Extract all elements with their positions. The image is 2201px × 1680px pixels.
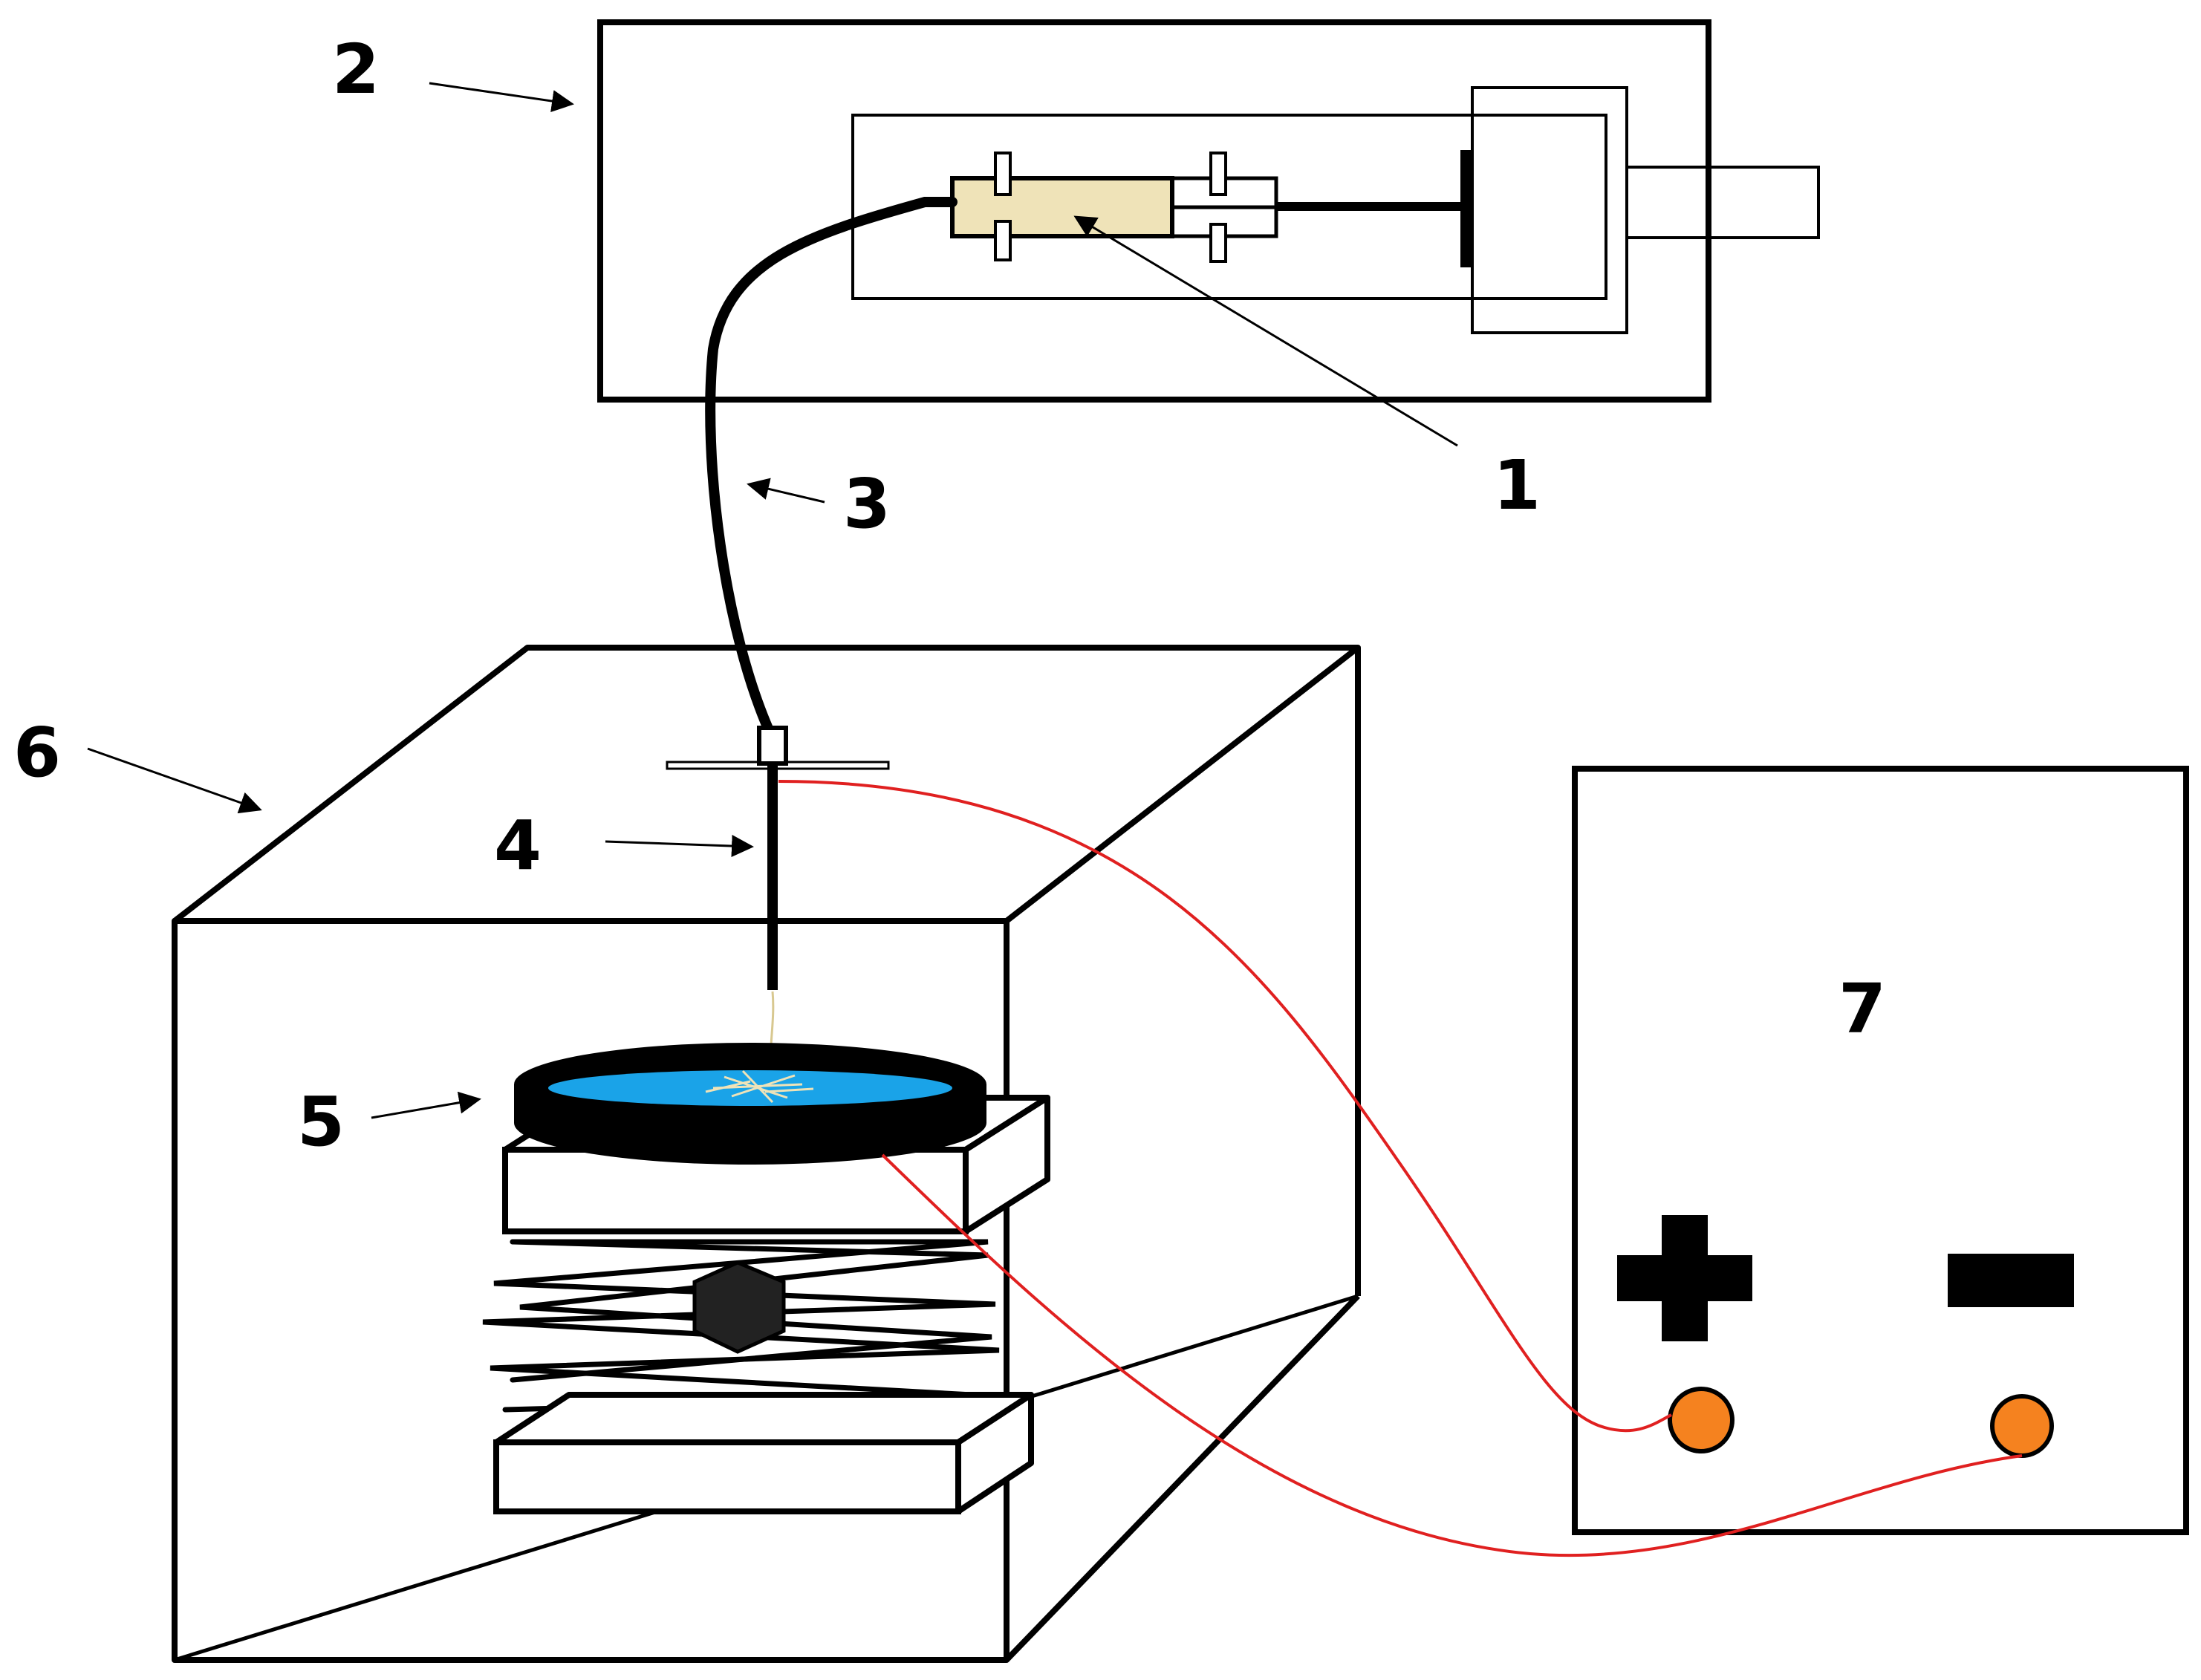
pump-rail	[851, 114, 1607, 300]
fiber-mat	[705, 1069, 814, 1104]
needle-connector	[757, 726, 788, 766]
feed-tube	[705, 197, 958, 740]
lower-platform-front	[493, 1439, 961, 1514]
pump-housing	[597, 19, 1711, 403]
arrow-3	[747, 478, 825, 504]
jack-screw-nut	[692, 1260, 786, 1354]
callout-2: 2	[332, 30, 380, 109]
negative-terminal	[1990, 1394, 2054, 1458]
power-supply-box	[1572, 766, 2189, 1535]
callout-5: 5	[297, 1082, 345, 1162]
syringe-clamp-1-top	[994, 152, 1012, 196]
arrow-4	[605, 835, 754, 858]
callout-3: 3	[843, 464, 891, 544]
collector-stage	[482, 1043, 1050, 1514]
callout-1: 1	[1493, 446, 1541, 525]
positive-terminal	[1668, 1387, 1735, 1453]
callout-4: 4	[494, 806, 542, 885]
chamber	[172, 645, 1361, 1663]
chamber-top-edges	[172, 645, 1361, 924]
high-voltage-power-supply	[1572, 766, 2189, 1535]
arrow-1	[1073, 215, 1458, 447]
syringe-clamp-1-bottom	[994, 220, 1012, 261]
positive-wire	[778, 780, 1672, 1433]
syringe-clamp-2-bottom	[1209, 223, 1227, 263]
callout-arrows	[87, 82, 1458, 1119]
scissor-jack	[482, 1239, 1000, 1413]
pump-pusher-block	[1471, 86, 1628, 334]
callout-6: 6	[13, 713, 61, 792]
lower-platform-side	[955, 1392, 1034, 1514]
ground-wire	[881, 1153, 2023, 1557]
pump-motor-shaft	[1625, 166, 1820, 239]
arrow-6	[87, 747, 262, 814]
syringe-barrel	[950, 176, 1174, 238]
minus-sign-icon	[1948, 1254, 2074, 1307]
spinneret	[666, 726, 890, 1085]
collector-solution	[548, 1070, 952, 1106]
syringe-pump	[597, 19, 1820, 403]
arrow-2	[429, 82, 574, 112]
syringe-clamp-2-top	[1209, 152, 1227, 196]
lower-platform-top	[493, 1392, 1034, 1445]
pusher-plate	[1460, 150, 1471, 267]
chamber-front-face	[172, 918, 1010, 1663]
plus-sign-icon	[1617, 1215, 1752, 1341]
arrow-5	[371, 1091, 481, 1119]
chamber-bottom-right-edge	[1004, 1294, 1360, 1662]
callout-7: 7	[1838, 969, 1886, 1049]
upper-platform-side	[963, 1095, 1050, 1234]
